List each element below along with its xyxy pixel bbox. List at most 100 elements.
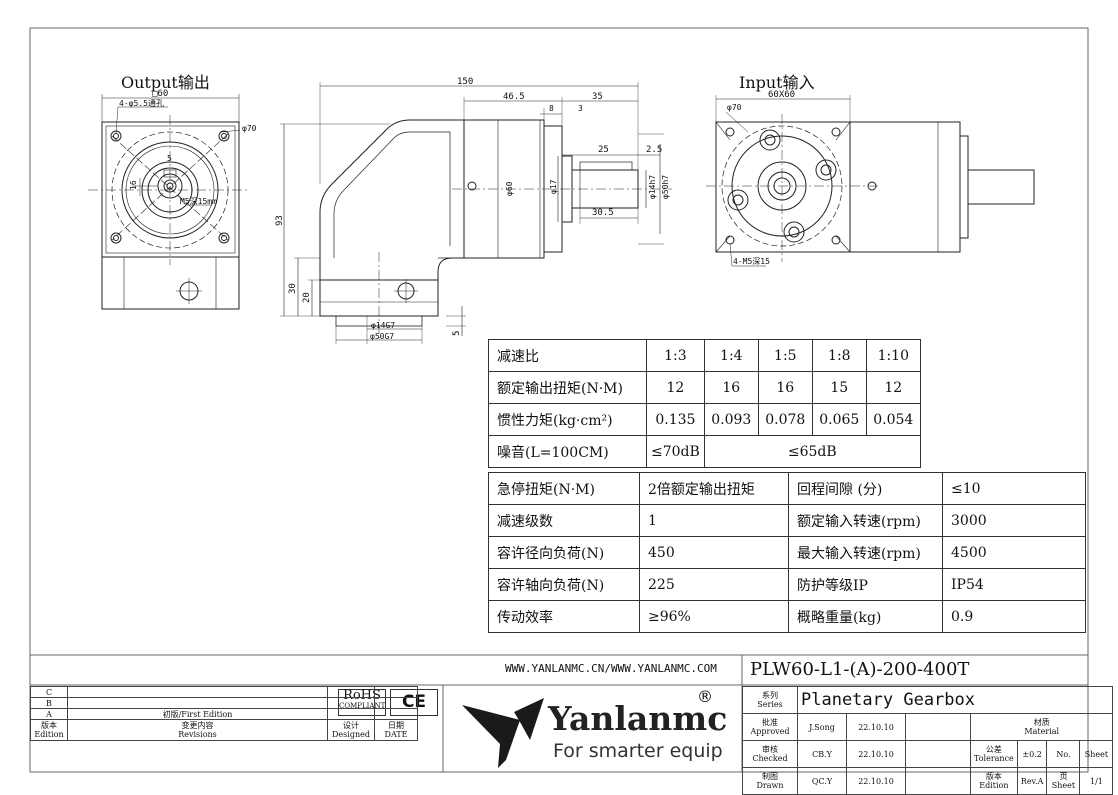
sheet-border: [29, 27, 1089, 773]
cell-label: 容许径向负荷(N): [488, 536, 640, 569]
cell: 12: [865, 371, 921, 404]
series-cn: 系列: [762, 691, 778, 700]
checked-date: 22.10.10: [846, 740, 906, 768]
cell: 4500: [942, 536, 1086, 569]
cell-label: 额定输入转速(rpm): [788, 504, 943, 537]
spec-table-ratio: 减速比 1:3 1:4 1:5 1:8 1:10 额定输出扭矩(N·M) 12 …: [488, 339, 921, 468]
dim-30-5: 30.5: [592, 208, 614, 218]
table-row: 额定输出扭矩(N·M) 12 16 16 15 12: [488, 371, 921, 404]
table-row: 惯性力矩(kg·cm²) 0.135 0.093 0.078 0.065 0.0…: [488, 403, 921, 436]
revisions-en: Revisions: [178, 730, 217, 739]
designed-en: Designed: [332, 730, 370, 739]
dim-25: 25: [598, 145, 609, 155]
input-view-title: Input输入: [739, 73, 815, 92]
material-cn: 材质: [1033, 718, 1050, 727]
dim-150: 150: [457, 77, 473, 87]
approved-cn: 批准: [762, 718, 778, 727]
dim-8: 8: [549, 104, 554, 113]
cell: 3000: [942, 504, 1086, 537]
table-row: C: [30, 686, 418, 698]
page-cn: 页: [1059, 772, 1068, 781]
checked-by: CB.Y: [797, 740, 847, 768]
dim-out-holes: 4-φ5.5通孔: [119, 98, 164, 108]
table-row: 减速级数 1 额定输入转速(rpm) 3000: [488, 504, 1086, 537]
rev-letter: B: [30, 697, 68, 709]
cell: 1:5: [757, 339, 813, 372]
dim-out-square: □60: [152, 89, 168, 99]
table-row: 急停扭矩(N·M) 2倍额定输出扭矩 回程间隙 (分) ≤10: [488, 472, 1086, 505]
edition-en: Edition: [34, 730, 64, 739]
edition-cn: 版本: [41, 721, 57, 730]
date-en: DATE: [384, 730, 408, 739]
cell: 2倍额定输出扭矩: [639, 472, 789, 505]
drawn-date: 22.10.10: [846, 767, 906, 795]
dim-46-5: 46.5: [503, 92, 525, 102]
table-row: B: [30, 697, 418, 709]
sheet-label: Sheet: [1079, 740, 1114, 768]
input-view: [706, 95, 1035, 267]
table-row: 容许径向负荷(N) 450 最大输入转速(rpm) 4500: [488, 536, 1086, 569]
dim-2-5: 2.5: [646, 145, 662, 155]
edition-value: Rev.A: [1016, 767, 1048, 795]
approved-by: J.Song: [797, 713, 847, 741]
drawn-by: QC.Y: [797, 767, 847, 795]
output-view: [88, 94, 250, 310]
cell-label: 防护等级IP: [788, 568, 943, 601]
dim-20: 20: [302, 292, 312, 303]
cell: ≤70dB: [646, 435, 705, 468]
cell: 1:8: [811, 339, 867, 372]
cell: 225: [639, 568, 789, 601]
page-value: 1/1: [1079, 767, 1114, 795]
cell: 1:4: [703, 339, 759, 372]
cell: 15: [811, 371, 867, 404]
dim-d14g7: φ14G7: [371, 321, 395, 330]
no-label: No.: [1046, 740, 1081, 768]
cell: 0.9: [942, 600, 1086, 633]
dim-in-thread: 4-M5深15: [733, 257, 770, 266]
dim-d50h7: φ50h7: [661, 175, 670, 199]
cell: 16: [757, 371, 813, 404]
dim-d50g7: φ50G7: [370, 332, 394, 341]
cell: 1:10: [865, 339, 921, 372]
dim-out-pcd: φ70: [242, 124, 257, 133]
rev-letter: A: [30, 708, 68, 720]
cell: 0.135: [646, 403, 705, 436]
cell: 1: [639, 504, 789, 537]
cell: 12: [646, 371, 705, 404]
dim-d17: φ17: [549, 179, 558, 194]
approved-en: Approved: [750, 727, 790, 736]
rev-letter: C: [30, 686, 68, 698]
dim-in-square: 60X60: [768, 90, 795, 100]
cell: 1:3: [646, 339, 705, 372]
cell-label: 减速级数: [488, 504, 640, 537]
cell: 0.093: [703, 403, 759, 436]
dim-out-16: 16: [129, 180, 138, 190]
table-row: 减速比 1:3 1:4 1:5 1:8 1:10: [488, 339, 921, 372]
edition2-en: Edition: [979, 781, 1009, 790]
model-number: PLW60-L1-(A)-200-400T: [750, 659, 970, 680]
series-en: Series: [757, 700, 783, 709]
drawn-en: Drawn: [756, 781, 784, 790]
cell-label: 回程间隙 (分): [788, 472, 943, 505]
brand-name: Yanlanmc: [548, 699, 728, 738]
cell-label: 容许轴向负荷(N): [488, 568, 640, 601]
date-cn: 日期: [388, 721, 404, 730]
cell-label: 惯性力矩(kg·cm²): [488, 403, 647, 436]
brand-tagline: For smarter equip: [553, 740, 723, 762]
material-en: Material: [1024, 727, 1060, 736]
cell: 0.065: [811, 403, 867, 436]
cell-label: 额定输出扭矩(N·M): [488, 371, 647, 404]
dimension-labels: □60 4-φ5.5通孔 φ70 5 16 M5深15mm 150 46.5 3…: [119, 77, 795, 341]
table-row: 噪音(L=100CM) ≤70dB ≤65dB: [488, 435, 921, 468]
dim-out-thread: M5深15mm: [180, 197, 217, 206]
tolerance-cn: 公差: [985, 745, 1002, 754]
rev-desc: 初版/First Edition: [67, 708, 328, 720]
website-text: WWW.YANLANMC.CN/WWW.YANLANMC.COM: [505, 662, 717, 675]
page-en: Sheet: [1051, 781, 1076, 790]
table-row: 传动效率 ≥96% 概略重量(kg) 0.9: [488, 600, 1086, 633]
